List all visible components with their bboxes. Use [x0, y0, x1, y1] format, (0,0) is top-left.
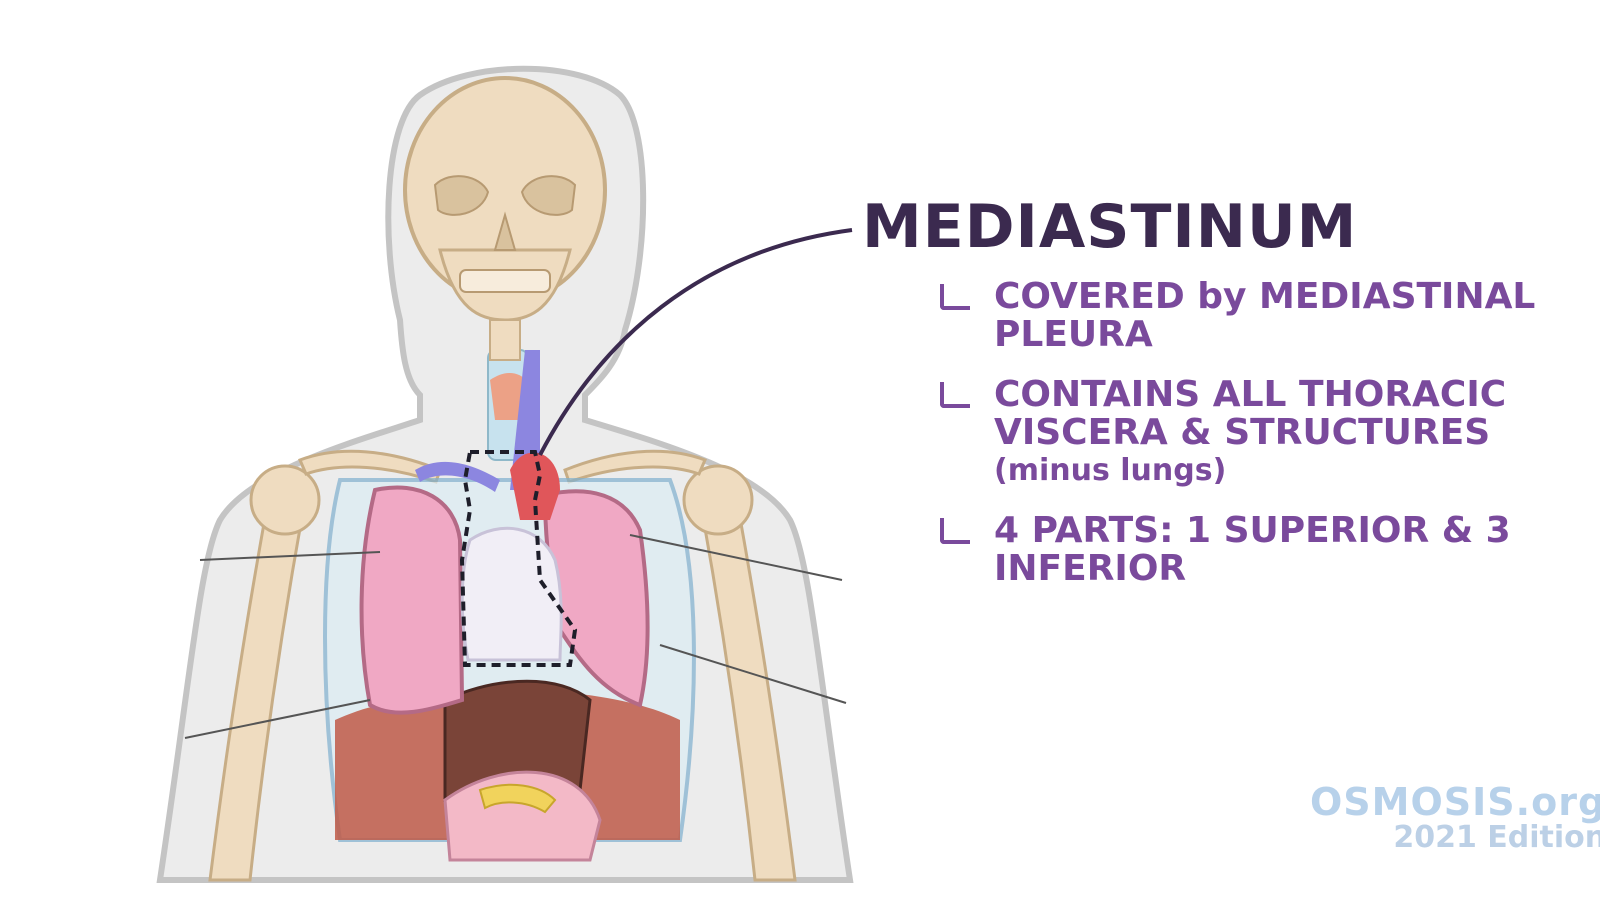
edition-label: 2021 Edition [1393, 820, 1600, 855]
left-lung [359, 485, 465, 715]
hook-bullet-icon [940, 284, 970, 310]
bullet-text: 4 PARTS: 1 SUPERIOR & 3 INFERIOR [994, 510, 1511, 589]
nasal-cavity [493, 211, 517, 251]
bullet-parts: 4 PARTS: 1 SUPERIOR & 3 INFERIOR [940, 512, 1560, 588]
hook-bullet-icon [940, 518, 970, 544]
heart [460, 526, 563, 662]
pointer-line-1 [199, 551, 381, 561]
pointer-line-3 [629, 534, 843, 581]
osmosis-logo-icon: OSMOSIS.org [1310, 780, 1600, 824]
left-clavicle [298, 449, 442, 484]
pancreas [478, 783, 557, 814]
mediastinum-outline [459, 450, 578, 667]
hook-bullet-icon [940, 382, 970, 408]
osmosis-brand: OSMOSIS.org 2021 Edition [1310, 780, 1600, 855]
right-humerus [698, 488, 797, 882]
left-humerus [208, 488, 307, 882]
bullet-text: COVERED by MEDIASTINAL PLEURA [994, 276, 1536, 355]
mediastinum-title: MEDIASTINUM [862, 192, 1358, 262]
pointer-line-2 [184, 699, 371, 739]
pointer-line-4 [659, 644, 847, 704]
right-eye-socket-icon [520, 175, 577, 216]
left-eye-socket-icon [433, 175, 490, 216]
teeth [459, 269, 551, 293]
aortic-arch [510, 452, 560, 520]
right-shoulder-joint [682, 464, 754, 536]
brachiocephalic-vein [415, 461, 500, 492]
bullet-subtext: (minus lungs) [994, 453, 1227, 488]
bullet-text: CONTAINS ALL THORACIC VISCERA & STRUCTUR… [994, 374, 1507, 453]
left-shoulder-joint [249, 464, 321, 536]
right-clavicle [563, 449, 707, 484]
mediastinum-leader-line [538, 228, 853, 456]
cervical-spine [489, 319, 521, 361]
bullet-contains: CONTAINS ALL THORACIC VISCERA & STRUCTUR… [940, 376, 1560, 490]
bullet-covered: COVERED by MEDIASTINAL PLEURA [940, 278, 1560, 354]
bullet-list: COVERED by MEDIASTINAL PLEURA CONTAINS A… [940, 278, 1560, 610]
